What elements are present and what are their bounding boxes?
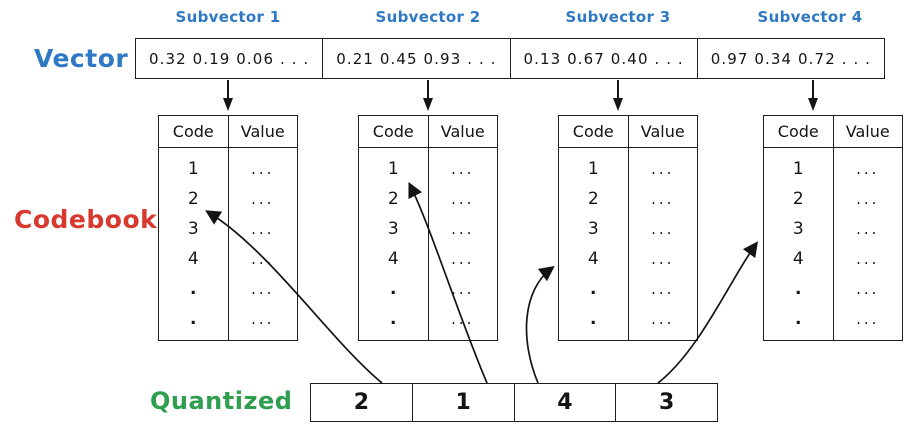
codebook-body: 1 2 3 4 . . ... ... ... ... ... ...: [764, 148, 902, 341]
subvector-caption-3: Subvector 3: [565, 8, 671, 26]
codebook-header-row: Code Value: [764, 116, 902, 148]
codebook-body: 1 2 3 4 . . ... ... ... ... ... ...: [559, 148, 697, 341]
quantized-cell-1: 2: [311, 384, 413, 421]
value-cell: ...: [251, 219, 275, 238]
value-cell: ...: [651, 310, 675, 329]
code-cell: .: [590, 279, 597, 300]
value-cell: ...: [451, 189, 475, 208]
codebook-header-code: Code: [559, 116, 629, 147]
codebook-header-row: Code Value: [559, 116, 697, 148]
codebook-table-1: Code Value 1 2 3 4 . . ... ... ... ... .…: [158, 115, 298, 341]
value-cell: ...: [856, 310, 880, 329]
value-cell: ...: [856, 189, 880, 208]
quantized-strip: 2 1 4 3: [310, 383, 718, 422]
code-cell: 1: [792, 158, 804, 179]
codebook-table-2: Code Value 1 2 3 4 . . ... ... ... ... .…: [358, 115, 498, 341]
value-cell: ...: [651, 250, 675, 269]
codebook-code-column: 1 2 3 4 . .: [159, 148, 229, 341]
value-cell: ...: [451, 159, 475, 178]
subvector-caption-4: Subvector 4: [757, 8, 863, 26]
value-cell: ...: [251, 280, 275, 299]
value-cell: ...: [451, 219, 475, 238]
codebook-header-value: Value: [440, 122, 485, 141]
value-cell: ...: [251, 310, 275, 329]
codebook-code-column: 1 2 3 4 . .: [559, 148, 629, 341]
codebook-value-column: ... ... ... ... ... ...: [229, 148, 298, 341]
vector-cell-1: 0.32 0.19 0.06 . . .: [136, 39, 324, 78]
code-cell: 3: [187, 218, 199, 239]
codebook-value-column: ... ... ... ... ... ...: [834, 148, 903, 341]
vector-cell-3: 0.13 0.67 0.40 . . .: [511, 39, 698, 78]
codebook-table-3: Code Value 1 2 3 4 . . ... ... ... ... .…: [558, 115, 698, 341]
arrow-down-subvector-2: [423, 80, 433, 111]
quantized-cell-3: 4: [515, 384, 617, 421]
code-cell: .: [190, 309, 197, 330]
code-cell: 2: [187, 188, 199, 209]
vector-row-label: Vector: [34, 44, 129, 73]
value-cell: ...: [651, 159, 675, 178]
quantized-row-label: Quantized: [150, 387, 293, 415]
code-cell: 3: [587, 218, 599, 239]
code-cell: .: [795, 279, 802, 300]
code-cell: 4: [792, 249, 804, 270]
value-cell: ...: [451, 250, 475, 269]
code-cell: .: [190, 279, 197, 300]
code-cell: 1: [387, 158, 399, 179]
code-cell: 2: [587, 188, 599, 209]
code-cell: 1: [587, 158, 599, 179]
codebook-body: 1 2 3 4 . . ... ... ... ... ... ...: [359, 148, 497, 341]
code-cell: 4: [187, 249, 199, 270]
code-cell: 4: [387, 249, 399, 270]
arrow-down-subvector-4: [808, 80, 818, 111]
codebook-header-value: Value: [240, 122, 285, 141]
value-cell: ...: [251, 189, 275, 208]
vector-cell-2: 0.21 0.45 0.93 . . .: [323, 39, 511, 78]
code-cell: 2: [387, 188, 399, 209]
code-cell: 3: [387, 218, 399, 239]
codebook-header-row: Code Value: [159, 116, 297, 148]
value-cell: ...: [251, 159, 275, 178]
value-cell: ...: [451, 280, 475, 299]
codebook-header-code: Code: [359, 116, 429, 147]
codebook-code-column: 1 2 3 4 . .: [359, 148, 429, 341]
arrow-down-subvector-1: [223, 80, 233, 111]
code-cell: .: [390, 309, 397, 330]
codebook-table-4: Code Value 1 2 3 4 . . ... ... ... ... .…: [763, 115, 903, 341]
value-cell: ...: [651, 280, 675, 299]
codebook-body: 1 2 3 4 . . ... ... ... ... ... ...: [159, 148, 297, 341]
codebook-header-value: Value: [640, 122, 685, 141]
code-cell: .: [795, 309, 802, 330]
codebook-row-label: Codebook: [14, 205, 158, 234]
connector-quantized-3-to-codebook-3: [525, 265, 555, 384]
subvector-caption-2: Subvector 2: [375, 8, 481, 26]
code-cell: 3: [792, 218, 804, 239]
code-cell: .: [390, 279, 397, 300]
value-cell: ...: [251, 250, 275, 269]
arrow-down-subvector-3: [613, 80, 623, 111]
codebook-header-value: Value: [845, 122, 890, 141]
codebook-header-row: Code Value: [359, 116, 497, 148]
quantized-cell-4: 3: [658, 390, 675, 415]
codebook-value-column: ... ... ... ... ... ...: [629, 148, 698, 341]
value-cell: ...: [651, 189, 675, 208]
codebook-header-code: Code: [159, 116, 229, 147]
quantized-cell-2: 1: [413, 384, 515, 421]
value-cell: ...: [856, 159, 880, 178]
value-cell: ...: [856, 250, 880, 269]
vector-strip: 0.32 0.19 0.06 . . . 0.21 0.45 0.93 . . …: [135, 38, 885, 79]
value-cell: ...: [856, 219, 880, 238]
code-cell: 4: [587, 249, 599, 270]
codebook-header-code: Code: [764, 116, 834, 147]
code-cell: .: [590, 309, 597, 330]
codebook-code-column: 1 2 3 4 . .: [764, 148, 834, 341]
value-cell: ...: [856, 280, 880, 299]
code-cell: 1: [187, 158, 199, 179]
code-cell: 2: [792, 188, 804, 209]
subvector-caption-1: Subvector 1: [175, 8, 281, 26]
vector-cell-4: 0.97 0.34 0.72 . . .: [710, 49, 872, 68]
value-cell: ...: [651, 219, 675, 238]
codebook-value-column: ... ... ... ... ... ...: [429, 148, 498, 341]
value-cell: ...: [451, 310, 475, 329]
